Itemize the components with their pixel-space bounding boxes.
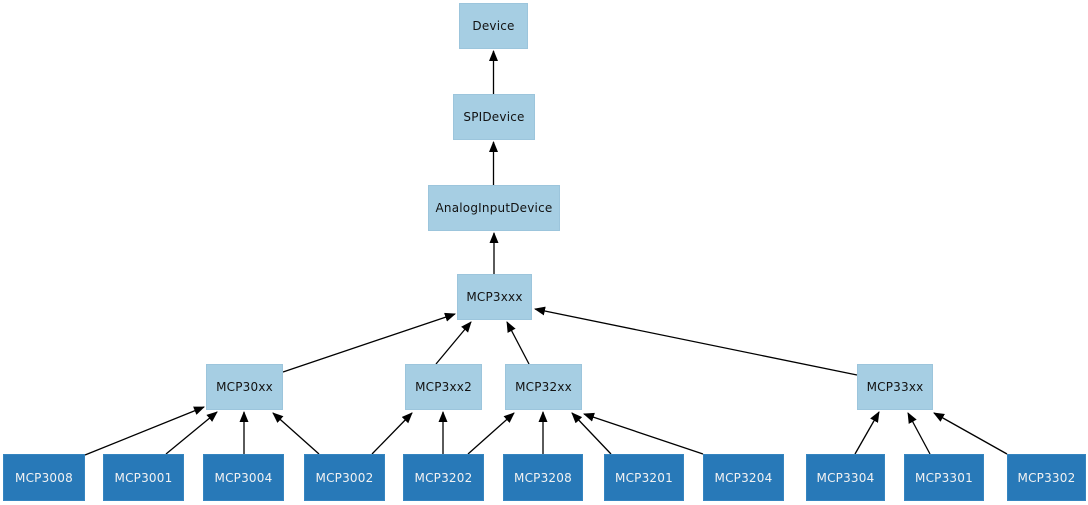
- node-label: MCP30xx: [216, 380, 273, 394]
- node-mcp3001: MCP3001: [103, 454, 184, 501]
- node-mcp3xx2: MCP3xx2: [405, 364, 482, 410]
- node-mcp3002: MCP3002: [304, 454, 385, 501]
- node-mcp3202: MCP3202: [403, 454, 484, 501]
- node-label: MCP3201: [615, 470, 673, 485]
- node-label: MCP32xx: [515, 380, 572, 394]
- edge-mcp3201-to-mcp32xx: [571, 412, 612, 455]
- edge-mcp3008-to-mcp30xx: [84, 406, 205, 456]
- node-label: MCP3204: [714, 470, 773, 485]
- node-label: MCP3302: [1017, 470, 1076, 485]
- edge-mcp3204-to-mcp32xx: [583, 412, 704, 455]
- node-label: MCP3208: [514, 470, 572, 485]
- node-label: MCP3301: [915, 470, 973, 485]
- edge-mcp32xx-to-mcp3xxx: [506, 321, 530, 365]
- edge-mcp3002-to-mcp3xx2: [371, 412, 413, 455]
- edge-mcp3304-to-mcp33xx: [854, 411, 880, 455]
- node-mcp3xxx: MCP3xxx: [457, 274, 532, 320]
- node-label: AnalogInputDevice: [435, 201, 553, 215]
- node-mcp3201: MCP3201: [604, 454, 684, 501]
- node-mcp32xx: MCP32xx: [505, 364, 582, 410]
- node-mcp33xx: MCP33xx: [857, 364, 933, 410]
- edge-mcp30xx-to-mcp3xxx: [282, 312, 456, 373]
- edge-mcp3301-to-mcp33xx: [907, 412, 931, 455]
- node-label: MCP33xx: [866, 380, 924, 394]
- node-mcp3208: MCP3208: [503, 454, 583, 501]
- node-mcp3304: MCP3304: [806, 454, 885, 501]
- node-spidevice: SPIDevice: [453, 94, 535, 140]
- node-label: MCP3202: [414, 470, 473, 485]
- node-mcp3008: MCP3008: [3, 454, 85, 501]
- edge-mcp3xx2-to-mcp3xxx: [435, 321, 472, 365]
- node-label: MCP3001: [114, 470, 173, 485]
- edge-mcp3001-to-mcp30xx: [165, 411, 218, 455]
- node-label: MCP3004: [214, 470, 273, 485]
- edge-mcp3302-to-mcp33xx: [933, 412, 1008, 455]
- node-analoginputdevice: AnalogInputDevice: [428, 185, 560, 231]
- edge-mcp33xx-to-mcp3xxx: [534, 306, 858, 376]
- node-label: MCP3008: [15, 470, 73, 485]
- node-label: MCP3002: [315, 470, 374, 485]
- edge-mcp3002-to-mcp30xx: [272, 412, 320, 455]
- node-label: SPIDevice: [463, 110, 525, 124]
- node-mcp30xx: MCP30xx: [206, 364, 283, 410]
- node-mcp3004: MCP3004: [203, 454, 284, 501]
- node-label: MCP3xx2: [415, 380, 472, 394]
- node-label: Device: [472, 19, 515, 33]
- node-mcp3301: MCP3301: [904, 454, 984, 501]
- node-label: MCP3304: [816, 470, 875, 485]
- edge-mcp3202-to-mcp32xx: [467, 412, 515, 455]
- node-mcp3204: MCP3204: [703, 454, 784, 501]
- node-label: MCP3xxx: [466, 290, 523, 304]
- node-mcp3302: MCP3302: [1007, 454, 1086, 501]
- node-device: Device: [459, 3, 528, 49]
